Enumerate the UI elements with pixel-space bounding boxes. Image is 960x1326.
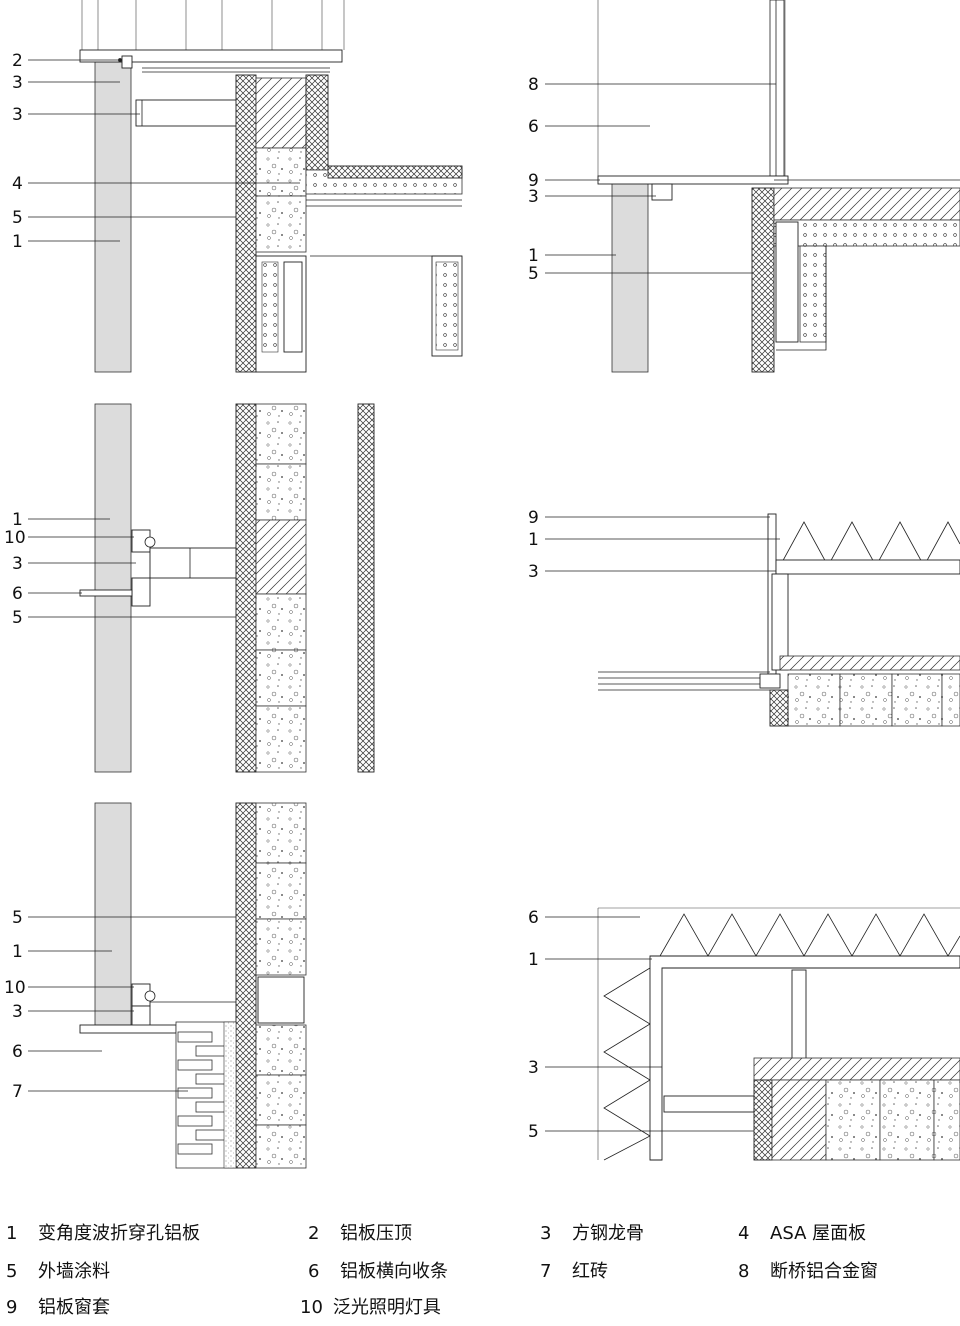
legend-num: 1: [6, 1223, 18, 1244]
legend-text: 泛光照明灯具: [332, 1297, 441, 1318]
callout-d4-c: 3: [528, 562, 539, 582]
callout-d1-e: 5: [12, 208, 23, 228]
legend-num: 7: [540, 1261, 552, 1282]
callout-d3-b: 10: [4, 528, 26, 548]
callout-d2-a: 8: [528, 75, 539, 95]
legend-item: 4 ASA 屋面板: [738, 1216, 866, 1252]
legend-item: 6 铝板横向收条: [308, 1254, 448, 1290]
callout-d2-f: 5: [528, 264, 539, 284]
legend-row: 9 铝板窗套 10 泛光照明灯具: [0, 1290, 960, 1326]
legend-num: 10: [300, 1297, 323, 1318]
legend-item: 3 方钢龙骨: [540, 1216, 644, 1252]
legend-item: 1 变角度波折穿孔铝板: [6, 1216, 200, 1252]
callout-d4-b: 1: [528, 530, 539, 550]
callout-d2-c: 9: [528, 171, 539, 191]
legend-text: 变角度波折穿孔铝板: [38, 1223, 200, 1244]
legend-num: 9: [6, 1297, 18, 1318]
legend-text: 方钢龙骨: [572, 1223, 644, 1244]
legend-item: 8 断桥铝合金窗: [738, 1254, 878, 1290]
legend-num: 6: [308, 1261, 320, 1282]
legend-text: 铝板横向收条: [340, 1261, 448, 1282]
callout-d1-a: 2: [12, 51, 23, 71]
callout-d6-a: 6: [528, 908, 539, 928]
legend-item: 5 外墙涂料: [6, 1254, 110, 1290]
legend-num: 2: [308, 1223, 320, 1244]
detail-wall-base-brick: 5 1 10 3 6 7: [4, 802, 307, 1169]
callout-d1-b: 3: [12, 73, 23, 93]
callout-d3-a: 1: [12, 510, 23, 530]
legend-text: 断桥铝合金窗: [770, 1261, 878, 1282]
legend-row: 5 外墙涂料 6 铝板横向收条 7 红砖 8 断桥铝合金窗: [0, 1254, 960, 1290]
callout-d1-d: 4: [12, 174, 23, 194]
callout-d3-d: 6: [12, 584, 23, 604]
legend-row: 1 变角度波折穿孔铝板 2 铝板压顶 3 方钢龙骨 4 ASA 屋面板: [0, 1216, 960, 1252]
detail-window-plan: 9 1 3: [528, 508, 960, 727]
legend-num: 5: [6, 1261, 18, 1282]
legend-num: 3: [540, 1223, 552, 1244]
legend-text: 铝板窗套: [38, 1297, 110, 1318]
callout-d5-d: 3: [12, 1002, 23, 1022]
legend-item: 10 泛光照明灯具: [300, 1290, 441, 1326]
callout-d4-a: 9: [528, 508, 539, 528]
callout-d5-e: 6: [12, 1042, 23, 1062]
callout-d2-d: 3: [528, 187, 539, 207]
callout-d5-b: 1: [12, 942, 23, 962]
legend-item: 9 铝板窗套: [6, 1290, 110, 1326]
legend-item: 2 铝板压顶: [308, 1216, 412, 1252]
callout-d5-a: 5: [12, 908, 23, 928]
callout-d6-b: 1: [528, 950, 539, 970]
construction-detail-drawings: 2 3 3 4 5 1 8 6 9 3 1 5: [4, 0, 960, 1169]
callout-d2-e: 1: [528, 246, 539, 266]
callout-d3-e: 5: [12, 608, 23, 628]
detail-window-head: 8 6 9 3 1 5: [528, 0, 960, 373]
callout-d1-f: 1: [12, 232, 23, 252]
callout-d1-c: 3: [12, 105, 23, 125]
legend-text: 外墙涂料: [38, 1261, 110, 1282]
legend-text: 红砖: [572, 1261, 608, 1282]
legend-item: 7 红砖: [540, 1254, 608, 1290]
callout-d6-d: 5: [528, 1122, 539, 1142]
legend-num: 8: [738, 1261, 750, 1282]
legend-num: 4: [738, 1223, 750, 1244]
callout-d2-b: 6: [528, 117, 539, 137]
detail-parapet-roof: 2 3 3 4 5 1: [12, 0, 463, 373]
legend-text: 铝板压顶: [340, 1223, 412, 1244]
callout-d5-f: 7: [12, 1082, 23, 1102]
detail-corner-plan: 6 1 3 5: [528, 907, 960, 1161]
callout-d3-c: 3: [12, 554, 23, 574]
legend-text: ASA 屋面板: [770, 1223, 867, 1244]
detail-wall-lighting: 1 10 3 6 5: [4, 403, 375, 773]
callout-d5-c: 10: [4, 978, 26, 998]
callout-d6-c: 3: [528, 1058, 539, 1078]
